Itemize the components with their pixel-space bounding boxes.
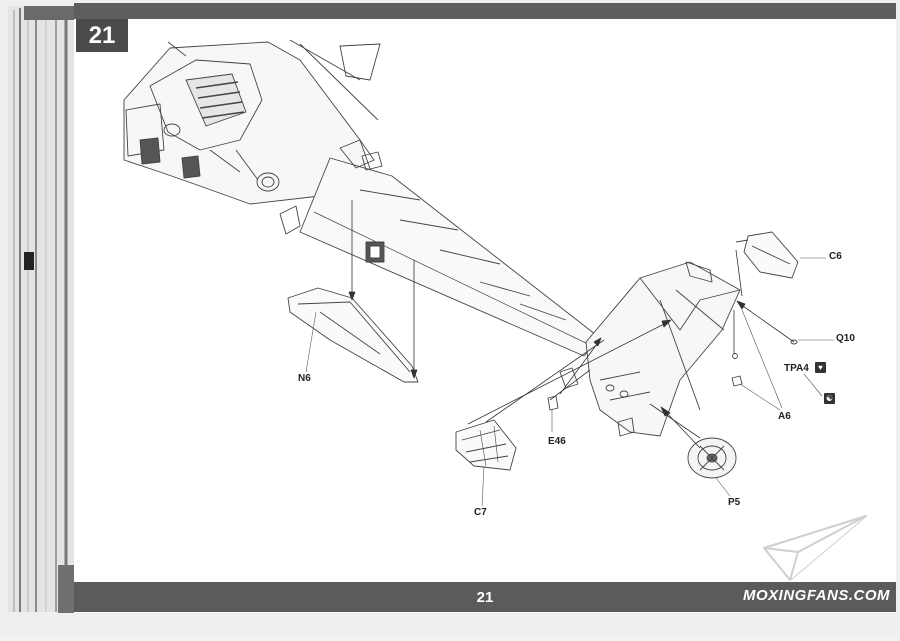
label-n6: N6 xyxy=(298,373,311,384)
part-c7 xyxy=(455,419,517,471)
fuselage-section xyxy=(123,39,381,235)
label-a6: A6 xyxy=(778,411,791,422)
label-c6: C6 xyxy=(829,251,842,262)
part-p5 xyxy=(687,437,737,479)
label-tpa4: TPA4 xyxy=(784,363,809,374)
yin-yang-icon: ☯ xyxy=(824,393,835,404)
site-watermark: MOXINGFANS.COM xyxy=(742,587,890,604)
label-e46: E46 xyxy=(548,436,566,447)
tail-fin xyxy=(559,261,741,437)
paper-plane-logo xyxy=(763,515,867,581)
label-c7: C7 xyxy=(474,507,487,518)
assembly-arrows xyxy=(348,200,795,449)
label-q10: Q10 xyxy=(836,333,855,344)
part-c6 xyxy=(735,231,799,279)
step-number-badge: 21 xyxy=(76,19,128,52)
part-n6 xyxy=(287,287,419,383)
small-parts xyxy=(547,339,798,411)
label-leaders xyxy=(305,257,834,507)
header-bar xyxy=(74,3,896,19)
heart-icon: ♥ xyxy=(815,362,826,373)
page-number: 21 xyxy=(476,588,494,606)
footer-bar: 21 MOXINGFANS.COM xyxy=(74,582,896,612)
label-p5: P5 xyxy=(728,497,741,508)
